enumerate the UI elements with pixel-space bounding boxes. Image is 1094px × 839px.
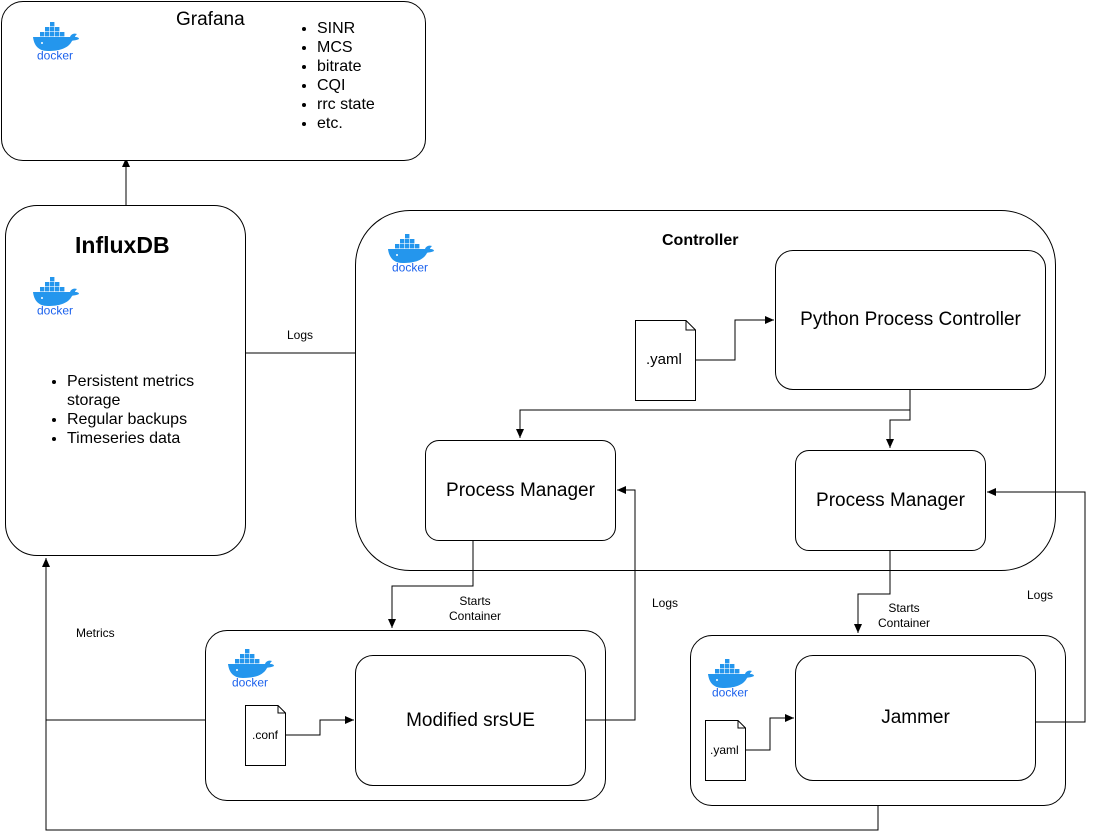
- grafana-metrics-list: SINR MCS bitrate CQI rrc state etc.: [297, 19, 375, 133]
- jammer-yaml-file-icon[interactable]: [705, 720, 747, 782]
- list-item: SINR: [317, 19, 375, 38]
- docker-logo: docker: [708, 659, 754, 698]
- influxdb-features-list: Persistent metrics storage Regular backu…: [47, 372, 237, 448]
- process-manager-left[interactable]: Process Manager: [425, 440, 616, 541]
- list-item: MCS: [317, 38, 375, 57]
- yaml-file-icon[interactable]: [635, 320, 697, 402]
- edge-ppc-pm-right: [886, 390, 911, 448]
- yaml-file-label: .yaml: [646, 351, 682, 368]
- controller-title: Controller: [662, 232, 739, 249]
- docker-wordmark: docker: [232, 676, 268, 688]
- python-process-controller[interactable]: Python Process Controller: [775, 250, 1046, 390]
- list-item: rrc state: [317, 95, 375, 114]
- docker-logo: docker: [228, 649, 274, 688]
- grafana-container[interactable]: [1, 1, 426, 161]
- influxdb-container[interactable]: [5, 205, 246, 556]
- srsue-container[interactable]: [205, 630, 606, 801]
- list-item: etc.: [317, 114, 375, 133]
- modified-srsue[interactable]: Modified srsUE: [355, 655, 586, 786]
- docker-wordmark: docker: [392, 261, 428, 273]
- docker-wordmark: docker: [37, 304, 73, 316]
- edge-label-metrics: Metrics: [76, 626, 115, 640]
- jammer-yaml-file-label: .yaml: [710, 743, 739, 757]
- conf-file-label: .conf: [252, 728, 279, 742]
- edge-label-logs-srsue: Logs: [652, 596, 679, 610]
- jammer-label: Jammer: [881, 707, 950, 728]
- influxdb-title: InfluxDB: [75, 232, 170, 258]
- list-item: Timeseries data: [67, 429, 237, 448]
- edge-srsue-logs: [586, 486, 636, 721]
- docker-logo: docker: [33, 22, 79, 61]
- edge-jammer-logs: [987, 488, 1086, 723]
- edge-srsue-metrics: [42, 558, 206, 721]
- list-item: CQI: [317, 76, 375, 95]
- grafana-title: Grafana: [176, 9, 245, 30]
- process-manager-right[interactable]: Process Manager: [795, 450, 986, 551]
- process-manager-right-label: Process Manager: [816, 489, 965, 511]
- controller-container[interactable]: [355, 210, 1056, 571]
- edge-yaml-jammer: [746, 714, 794, 751]
- edge-conf-srsue: [286, 716, 354, 736]
- python-process-controller-label: Python Process Controller: [800, 309, 1021, 330]
- edge-label-starts-container-srsue: Starts Container: [448, 594, 502, 623]
- docker-logo: docker: [33, 277, 79, 316]
- jammer[interactable]: Jammer: [795, 655, 1036, 781]
- modified-srsue-label: Modified srsUE: [406, 709, 535, 731]
- edge-label-starts-container-jammer: Starts Container: [877, 601, 931, 630]
- edge-pm-left-srsue: [388, 541, 474, 628]
- list-item: Regular backups: [67, 410, 237, 429]
- list-item: bitrate: [317, 57, 375, 76]
- conf-file-icon[interactable]: [245, 705, 287, 767]
- docker-wordmark: docker: [37, 49, 73, 61]
- list-item: Persistent metrics storage: [67, 372, 237, 410]
- edge-jammer-metrics: [45, 720, 879, 831]
- edge-label-logs-influx: Logs: [287, 328, 314, 342]
- docker-logo: docker: [388, 234, 434, 273]
- jammer-container[interactable]: [690, 635, 1066, 806]
- edge-label-logs-jammer: Logs: [1027, 588, 1054, 602]
- edge-yaml-ppc: [695, 316, 774, 361]
- edge-pm-right-jammer: [854, 551, 891, 633]
- docker-wordmark: docker: [712, 686, 748, 698]
- process-manager-left-label: Process Manager: [446, 479, 595, 501]
